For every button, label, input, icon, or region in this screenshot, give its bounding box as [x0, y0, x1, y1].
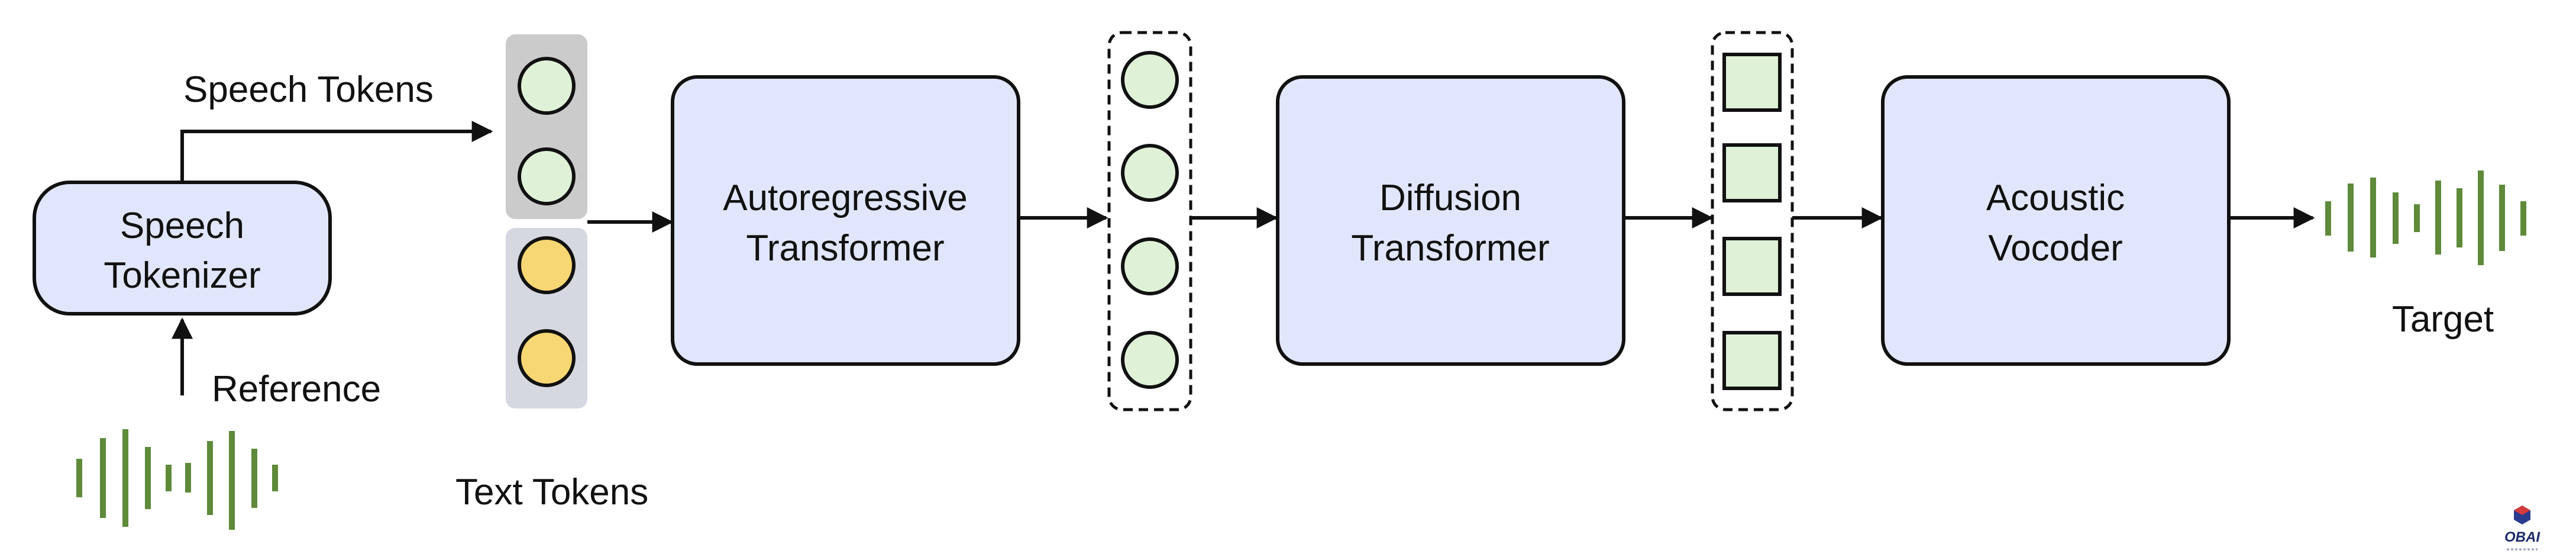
reference-waveform-icon [76, 429, 278, 530]
speech-tokenizer-label-line1: Speech [120, 205, 244, 246]
acoustic-features-column [1711, 31, 1794, 411]
speech-tokens-label: Speech Tokens [183, 69, 434, 110]
reference-label: Reference [212, 369, 381, 410]
text-tokens-column [506, 228, 587, 408]
speech-tokenizer-block: Speech Tokenizer [33, 181, 332, 316]
text-token-2 [518, 329, 576, 387]
speech-tokenizer-label-line2: Tokenizer [104, 255, 260, 296]
semantic-token-1 [1121, 51, 1179, 109]
semantic-token-3 [1121, 237, 1179, 295]
diffusion-label-line1: Diffusion [1379, 178, 1521, 218]
text-token-1 [518, 236, 576, 294]
autoregressive-transformer-block: Autoregressive Transformer [671, 75, 1020, 366]
speech-token-2 [518, 147, 576, 205]
acoustic-vocoder-block: Acoustic Vocoder [1881, 75, 2231, 366]
acoustic-feature-4 [1722, 331, 1782, 390]
speech-tokens-column [506, 34, 587, 219]
acoustic-feature-1 [1722, 53, 1782, 112]
target-label: Target [2392, 299, 2494, 340]
vocoder-label-line2: Vocoder [1988, 228, 2123, 269]
acoustic-feature-2 [1722, 143, 1782, 202]
diffusion-transformer-block: Diffusion Transformer [1276, 75, 1625, 366]
autoregressive-label-line1: Autoregressive [723, 178, 968, 218]
speech-token-1 [518, 57, 576, 115]
semantic-token-2 [1121, 144, 1179, 202]
speech-tokens-arrow [180, 121, 493, 182]
text-tokens-label: Text Tokens [455, 472, 648, 513]
diffusion-label-line2: Transformer [1351, 228, 1549, 269]
watermark-logo: OBAI [2504, 506, 2541, 551]
semantic-token-4 [1121, 331, 1179, 389]
semantic-tokens-column [1107, 31, 1192, 411]
target-waveform-icon [2325, 170, 2526, 265]
autoregressive-label-line2: Transformer [746, 228, 944, 269]
vocoder-label-line1: Acoustic [1986, 178, 2125, 218]
watermark-text: OBAI [2504, 529, 2541, 545]
acoustic-feature-3 [1722, 237, 1782, 296]
